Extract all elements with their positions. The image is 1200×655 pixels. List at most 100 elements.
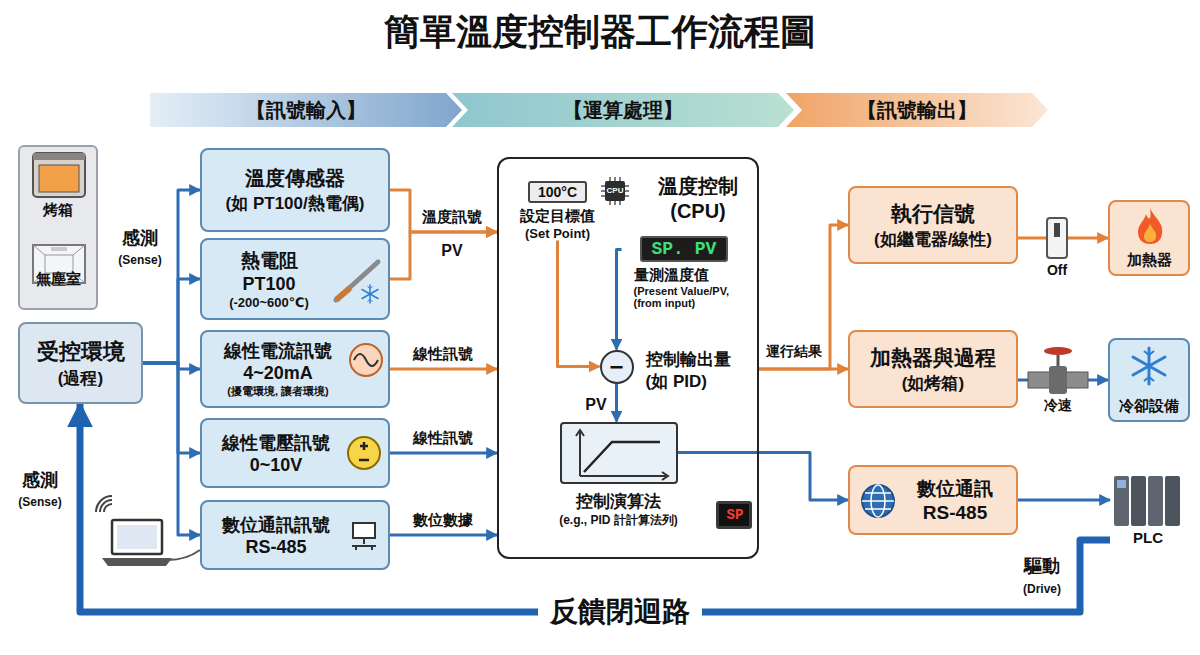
node-text: (e.g., PID 計計算法列) [559,512,678,529]
edge-label: 線性訊號 [410,429,476,448]
process-box: 執行信號(如繼電器/線性) [848,186,1018,264]
globe-icon [860,483,896,519]
connector-arrow [558,241,600,367]
snowflake-icon [1129,346,1169,386]
process-box: SP. PV 量測溫度值(Present Value/PV, (from inpu… [622,236,757,309]
connector-arrow [390,452,497,455]
annotation-label: PV [582,396,609,414]
process-box: 冷卻設備 [1108,338,1190,422]
connector-arrow [759,368,848,371]
stage-band: 【訊號輸出】 [786,93,1048,127]
connector-arrow [617,250,622,350]
annotation-label: (Sense) [18,495,61,509]
node-text: 烤箱 [43,201,73,220]
node-text: 控制輸出量 [646,348,731,371]
process-box: 控制演算法(e.g., PID 計計算法列) [560,422,678,484]
node-text: 【運算處理】 [563,97,683,124]
node-text: 0~10V [250,455,303,476]
annotation-label: 感測 [122,226,158,250]
process-box: 數位通訊訊號RS-485 [200,500,390,570]
process-box: 100°C設定目標值(Set Point) [508,181,608,241]
switch-symbol [1047,218,1067,258]
node-text: 100°C [528,181,587,203]
node-text: PT100 [242,274,295,295]
cpu-chip-icon [601,177,629,205]
node-text: PLC [1133,529,1163,546]
edge-label: 數位數據 [410,511,476,530]
connector-arrow [1018,499,1110,502]
node-text: RS-485 [245,537,306,558]
node-text: (如烤箱) [902,372,964,395]
annotation-label: PV [438,242,465,260]
process-box: 加熱器與過程(如烤箱) [848,330,1018,408]
flame-icon [1134,206,1166,246]
plc-icon [1112,472,1184,528]
node-text: (Present Value/PV, (from input) [634,285,752,309]
node-text: 熱電阻 [241,248,298,274]
node-text: 加熱器與過程 [870,344,996,372]
node-text: 無塵室 [36,270,81,289]
probe-icon [330,254,386,310]
node-text: − [609,355,623,379]
connector-arrow [143,363,200,535]
process-box: 線性電流訊號4~20mA(擾電環境, 讓者環境) [200,330,390,408]
edge-label: 反饋閉迴路 [538,593,702,631]
stage-band: 【運算處理】 [452,93,794,127]
edge-label: 線性訊號 [410,345,476,364]
connector-arrow [390,232,497,279]
node-text: RS-485 [923,502,987,524]
controller-box: 溫度控制(CPU)100°C設定目標值(Set Point)SP. PV量測溫度… [497,157,759,559]
node-text: 溫度控制 [658,173,738,200]
node-text: 溫度傳感器 [245,165,345,192]
connector-arrow [143,190,200,363]
oven-icon [30,151,88,199]
annotation-label: 冷速 [1041,397,1075,415]
edge-label: 溫度訊號 [419,208,485,227]
node-text: 線性電壓訊號 [222,431,330,455]
connector-arrow [390,368,497,371]
node-text: 數位通訊 [917,476,993,502]
network-icon [348,520,380,552]
laptop-icon [96,496,200,566]
annotation-label: (Drive) [1023,582,1061,596]
sp-display-icon [716,501,752,529]
node-text: 冷卻設備 [1119,397,1179,416]
annotation-label: (Sense) [118,253,161,267]
dc-source-symbol [346,435,382,471]
annotation-label: Off [1044,262,1070,278]
node-text: (擾電環境, 讓者環境) [227,384,328,399]
node-text: 加熱器 [1127,251,1172,270]
connector-arrow [390,190,497,232]
process-box: 加熱器 [1108,200,1190,276]
node-text: 4~20mA [243,363,313,384]
connector-arrow [390,534,497,537]
node-text: 受控環境 [37,337,125,367]
node-text: SP. PV [640,236,729,262]
node-text: 【訊號輸入】 [246,97,366,124]
connector-arrow [143,279,200,363]
process-box: 受控環境(過程) [18,322,143,404]
connector-arrow [143,363,200,453]
node-text: 【訊號輸出】 [857,97,977,124]
ac-source-symbol [348,342,384,378]
valve-symbol [1028,347,1088,394]
connector-arrow [678,453,849,501]
process-box: 線性電壓訊號0~10V [200,418,390,488]
annotation-label: 感測 [22,468,58,492]
node-text: 數位通訊訊號 [222,513,330,537]
node-text: 控制演算法 [576,490,661,513]
node-text: 量測溫度值 [634,266,709,285]
node-text: 線性電流訊號 [224,339,332,363]
node-text: 執行信號 [891,200,975,228]
connector-arrow [80,404,1110,612]
node-text: (如繼電器/線性) [874,228,992,251]
node-text: 設定目標值 [520,207,595,226]
connector-arrow [615,384,618,422]
process-box: −控制輸出量(如 PID) [600,350,634,384]
ramp-graph-icon [562,424,676,482]
annotation-label: 驅動 [1024,554,1060,578]
process-box: 熱電阻PT100(-200~600℃) [200,238,390,320]
node-text: (CPU) [670,200,726,223]
